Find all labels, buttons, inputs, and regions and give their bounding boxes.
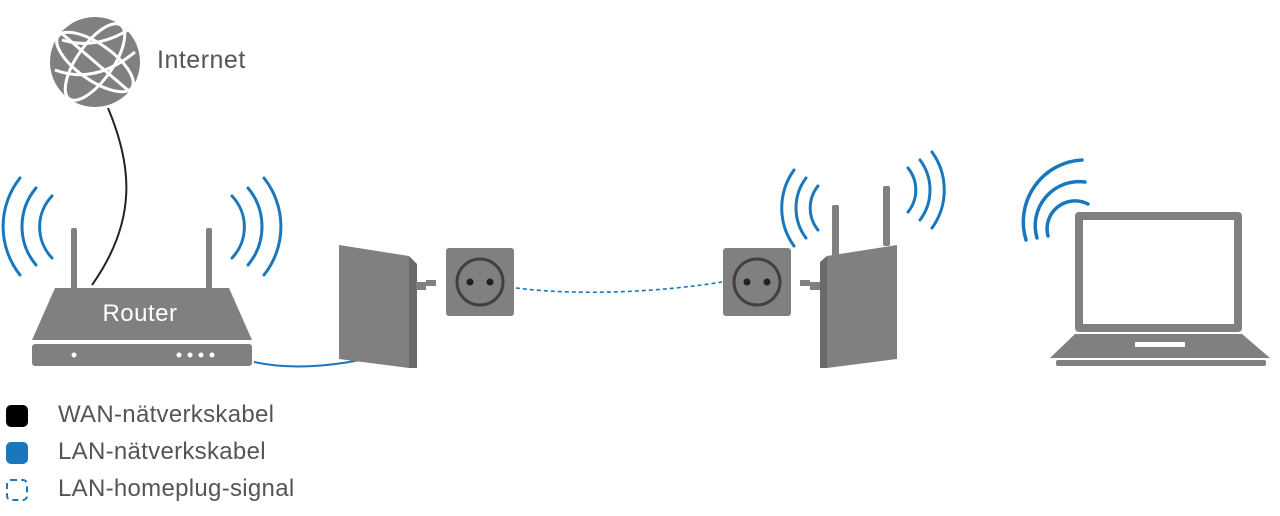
wifi-signal-icon	[1, 176, 283, 277]
legend-label: LAN-nätverkskabel	[58, 438, 266, 465]
laptop-icon	[1050, 212, 1270, 366]
legend-label: WAN-nätverkskabel	[58, 401, 275, 428]
wifi-signal-icon	[1021, 158, 1090, 242]
globe-icon	[50, 17, 140, 107]
wifi-powerline-adapter-icon	[800, 186, 897, 368]
wifi-signal-icon	[780, 150, 946, 248]
wall-socket-icon	[723, 248, 791, 316]
wan-cable	[91, 107, 128, 286]
powerline-adapter-icon	[339, 245, 436, 368]
homeplug-signal	[515, 281, 723, 294]
legend-label: LAN-homeplug-signal	[58, 475, 295, 502]
router-label: Router	[102, 300, 178, 327]
wan-swatch-icon	[6, 405, 28, 427]
internet-label: Internet	[157, 46, 246, 74]
lan-swatch-icon	[6, 442, 28, 464]
homeplug-swatch-icon	[6, 479, 28, 501]
router-icon	[32, 228, 252, 366]
wall-socket-icon	[446, 248, 514, 316]
lan-cable	[253, 359, 361, 368]
